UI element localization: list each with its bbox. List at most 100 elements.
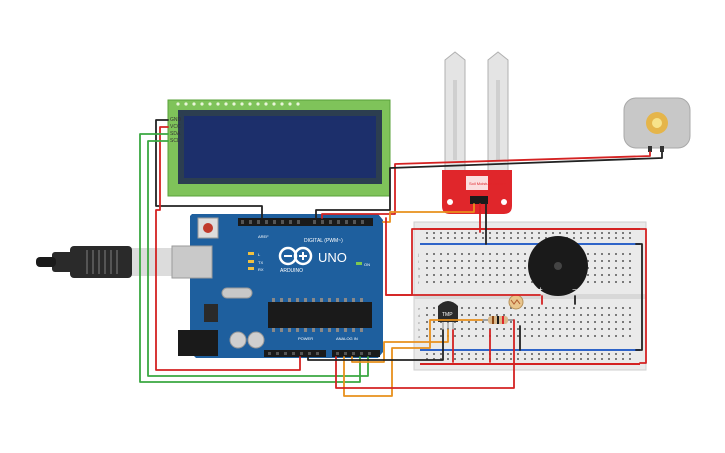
breadboard-hole[interactable] xyxy=(587,274,589,276)
breadboard-hole[interactable] xyxy=(496,335,498,337)
breadboard-hole[interactable] xyxy=(594,335,596,337)
breadboard-hole[interactable] xyxy=(433,335,435,337)
breadboard-hole[interactable] xyxy=(601,321,603,323)
wire-rail-gnd-bridge[interactable] xyxy=(635,243,643,351)
breadboard-hole[interactable] xyxy=(545,307,547,309)
breadboard-hole[interactable] xyxy=(461,253,463,255)
breadboard-hole[interactable] xyxy=(559,232,561,234)
breadboard-hole[interactable] xyxy=(510,281,512,283)
breadboard-hole[interactable] xyxy=(447,253,449,255)
breadboard-hole[interactable] xyxy=(552,335,554,337)
breadboard-hole[interactable] xyxy=(433,274,435,276)
breadboard-hole[interactable] xyxy=(622,335,624,337)
breadboard-hole[interactable] xyxy=(489,232,491,234)
breadboard-hole[interactable] xyxy=(426,353,428,355)
breadboard-hole[interactable] xyxy=(545,358,547,360)
temperature-sensor[interactable]: TMP xyxy=(438,301,458,330)
breadboard-hole[interactable] xyxy=(622,253,624,255)
breadboard-hole[interactable] xyxy=(573,314,575,316)
breadboard-hole[interactable] xyxy=(629,253,631,255)
breadboard-hole[interactable] xyxy=(538,358,540,360)
breadboard-hole[interactable] xyxy=(517,274,519,276)
breadboard-hole[interactable] xyxy=(615,281,617,283)
breadboard-hole[interactable] xyxy=(426,314,428,316)
breadboard-hole[interactable] xyxy=(454,260,456,262)
breadboard-hole[interactable] xyxy=(510,260,512,262)
breadboard-hole[interactable] xyxy=(426,237,428,239)
breadboard-hole[interactable] xyxy=(552,353,554,355)
breadboard-hole[interactable] xyxy=(622,260,624,262)
breadboard-hole[interactable] xyxy=(538,353,540,355)
breadboard-hole[interactable] xyxy=(517,267,519,269)
breadboard-hole[interactable] xyxy=(461,274,463,276)
breadboard-hole[interactable] xyxy=(629,307,631,309)
breadboard-hole[interactable] xyxy=(503,237,505,239)
breadboard-hole[interactable] xyxy=(587,335,589,337)
breadboard-hole[interactable] xyxy=(608,321,610,323)
breadboard-hole[interactable] xyxy=(447,232,449,234)
breadboard-hole[interactable] xyxy=(454,274,456,276)
breadboard-hole[interactable] xyxy=(510,358,512,360)
breadboard-hole[interactable] xyxy=(475,253,477,255)
breadboard-hole[interactable] xyxy=(615,260,617,262)
breadboard-hole[interactable] xyxy=(447,358,449,360)
breadboard-hole[interactable] xyxy=(601,307,603,309)
breadboard-hole[interactable] xyxy=(580,358,582,360)
breadboard-hole[interactable] xyxy=(482,281,484,283)
breadboard-hole[interactable] xyxy=(524,253,526,255)
wire-lcd-gnd[interactable] xyxy=(155,119,263,219)
breadboard-hole[interactable] xyxy=(552,314,554,316)
breadboard-hole[interactable] xyxy=(531,232,533,234)
soil-moisture-sensor[interactable]: Soil Moisture Sensor xyxy=(442,51,512,214)
breadboard-hole[interactable] xyxy=(608,314,610,316)
breadboard-hole[interactable] xyxy=(601,232,603,234)
breadboard-hole[interactable] xyxy=(615,253,617,255)
breadboard-hole[interactable] xyxy=(622,358,624,360)
breadboard-hole[interactable] xyxy=(559,314,561,316)
breadboard-hole[interactable] xyxy=(496,281,498,283)
wire-tmp-signal[interactable] xyxy=(351,329,449,363)
breadboard-hole[interactable] xyxy=(615,267,617,269)
breadboard-hole[interactable] xyxy=(482,253,484,255)
breadboard-hole[interactable] xyxy=(433,321,435,323)
breadboard-hole[interactable] xyxy=(447,274,449,276)
breadboard-hole[interactable] xyxy=(608,328,610,330)
breadboard-hole[interactable] xyxy=(552,358,554,360)
breadboard-hole[interactable] xyxy=(573,307,575,309)
breadboard-hole[interactable] xyxy=(601,353,603,355)
breadboard-hole[interactable] xyxy=(622,281,624,283)
usb-cable[interactable] xyxy=(36,246,174,278)
breadboard-hole[interactable] xyxy=(601,267,603,269)
breadboard-hole[interactable] xyxy=(629,328,631,330)
breadboard-hole[interactable] xyxy=(601,314,603,316)
breadboard-hole[interactable] xyxy=(454,281,456,283)
wire-rail-power-bridge[interactable] xyxy=(639,228,647,364)
breadboard-hole[interactable] xyxy=(524,274,526,276)
breadboard-hole[interactable] xyxy=(433,237,435,239)
breadboard-hole[interactable] xyxy=(615,328,617,330)
breadboard-hole[interactable] xyxy=(461,267,463,269)
breadboard-hole[interactable] xyxy=(580,328,582,330)
breadboard-hole[interactable] xyxy=(587,307,589,309)
motor-terminal-1[interactable] xyxy=(648,146,652,152)
breadboard-hole[interactable] xyxy=(433,307,435,309)
breadboard-hole[interactable] xyxy=(552,307,554,309)
breadboard-hole[interactable] xyxy=(608,281,610,283)
breadboard-hole[interactable] xyxy=(552,232,554,234)
breadboard-hole[interactable] xyxy=(517,253,519,255)
breadboard-hole[interactable] xyxy=(475,267,477,269)
breadboard-hole[interactable] xyxy=(517,232,519,234)
breadboard-hole[interactable] xyxy=(594,267,596,269)
breadboard-hole[interactable] xyxy=(629,335,631,337)
breadboard-hole[interactable] xyxy=(426,335,428,337)
breadboard-hole[interactable] xyxy=(468,321,470,323)
breadboard-hole[interactable] xyxy=(489,328,491,330)
breadboard-hole[interactable] xyxy=(608,253,610,255)
breadboard-hole[interactable] xyxy=(461,237,463,239)
breadboard-hole[interactable] xyxy=(475,321,477,323)
breadboard-hole[interactable] xyxy=(503,267,505,269)
breadboard-hole[interactable] xyxy=(531,328,533,330)
breadboard-hole[interactable] xyxy=(524,321,526,323)
breadboard-hole[interactable] xyxy=(573,353,575,355)
breadboard-hole[interactable] xyxy=(615,232,617,234)
